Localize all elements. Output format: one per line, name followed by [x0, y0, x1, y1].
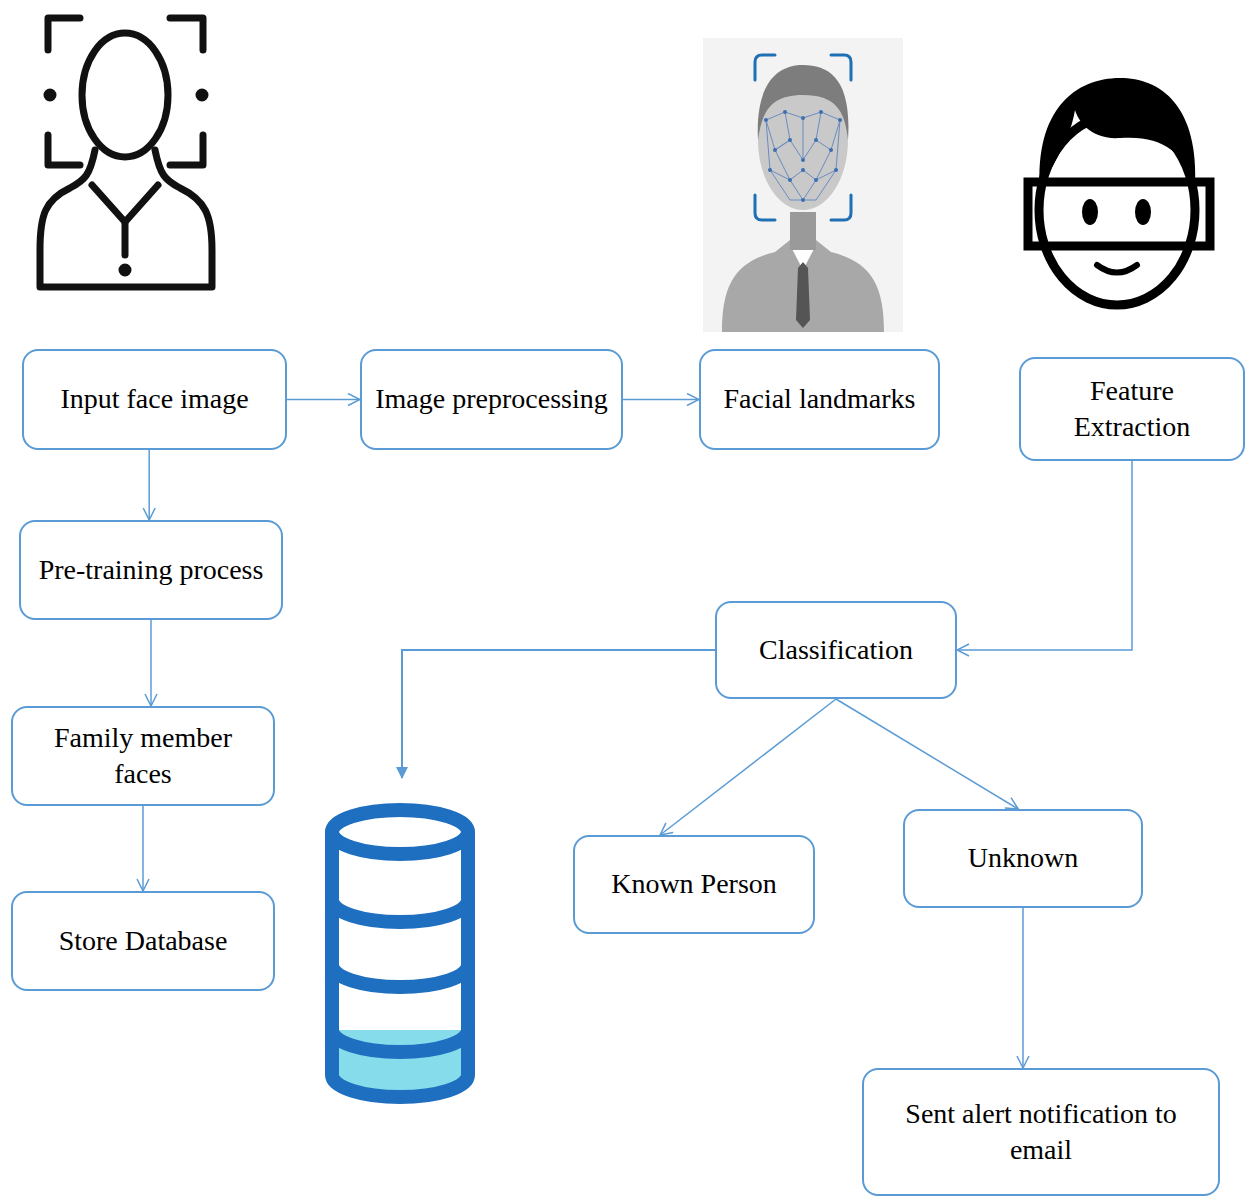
box-label: Unknown [968, 840, 1078, 876]
person-icon [40, 18, 212, 287]
box-label: Feature Extraction [1031, 373, 1233, 446]
process-box: Store Database [11, 891, 275, 991]
box-label: Input face image [60, 381, 248, 417]
flow-arrow [623, 399, 699, 401]
process-box: Image preprocessing [360, 349, 623, 450]
landmark-face-picture [703, 38, 903, 332]
box-label: Sent alert notification to email [874, 1096, 1208, 1169]
box-label: Family member faces [23, 720, 263, 793]
process-box: Unknown [903, 809, 1143, 908]
box-label: Facial landmarks [723, 381, 915, 417]
box-label: Classification [759, 632, 913, 668]
process-box: Classification [715, 601, 957, 699]
flow-arrow [142, 806, 144, 891]
flow-arrow [1022, 908, 1024, 1068]
flow-arrow [148, 450, 150, 520]
process-box: Pre-training process [19, 520, 283, 620]
box-label: Store Database [59, 923, 228, 959]
process-box: Facial landmarks [699, 349, 940, 450]
box-label: Image preprocessing [375, 381, 607, 417]
process-box: Family member faces [11, 706, 275, 806]
face-scan-icon [1028, 78, 1210, 305]
box-label: Known Person [611, 866, 777, 902]
flow-arrow [660, 699, 836, 835]
process-box: Input face image [22, 349, 287, 450]
flow-arrow [836, 699, 1018, 809]
box-label: Pre-training process [39, 552, 264, 588]
flow-arrow [150, 620, 152, 706]
flow-arrow [957, 461, 1132, 650]
process-box: Sent alert notification to email [862, 1068, 1220, 1196]
database-icon [332, 810, 468, 1097]
process-box: Known Person [573, 835, 815, 934]
flow-arrow [287, 399, 360, 401]
database-connector [402, 650, 715, 778]
process-box: Feature Extraction [1019, 357, 1245, 461]
